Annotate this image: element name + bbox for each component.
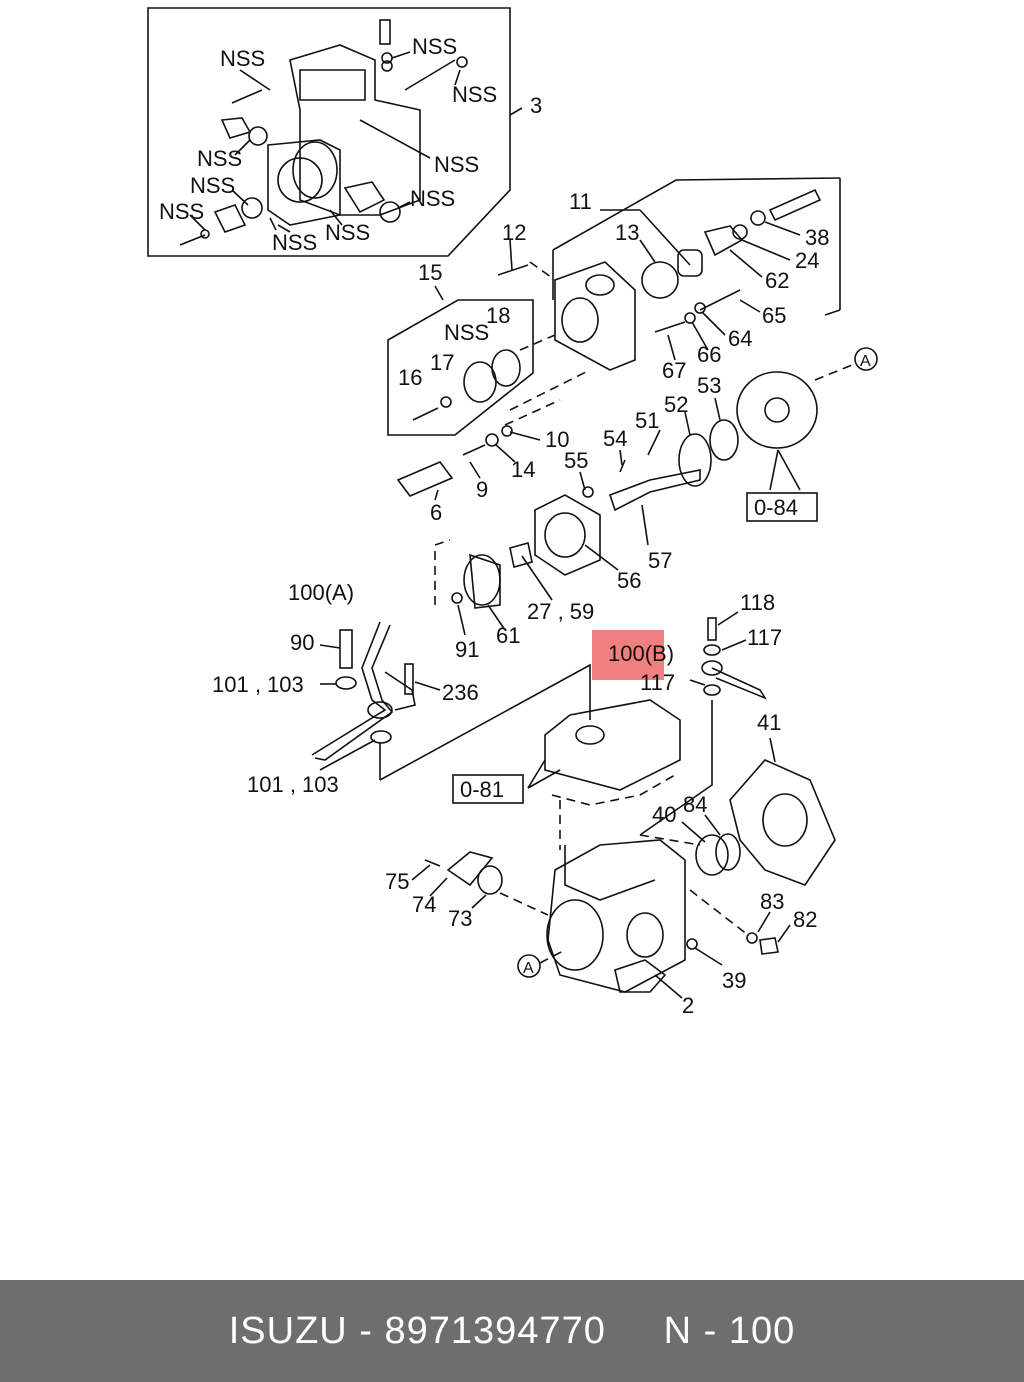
- label-part-12: 12: [502, 220, 526, 245]
- label-nss: NSS: [325, 220, 370, 245]
- position-prefix: N: [663, 1309, 693, 1352]
- label-part-27-59: 27 , 59: [527, 599, 594, 624]
- label-part-41: 41: [757, 710, 781, 735]
- label-part-91: 91: [455, 637, 479, 662]
- label-part-6: 6: [430, 500, 442, 525]
- label-part-11: 11: [569, 189, 592, 214]
- label-part-57: 57: [648, 548, 672, 573]
- part-labels: NSS NSS NSS NSS NSS NSS NSS NSS NSS NSS …: [159, 34, 871, 1018]
- label-part-82: 82: [793, 907, 817, 932]
- label-nss: NSS: [410, 186, 455, 211]
- label-part-18: 18: [486, 303, 510, 328]
- label-part-2: 2: [682, 993, 694, 1018]
- label-nss: NSS: [272, 230, 317, 255]
- label-part-52: 52: [664, 392, 688, 417]
- label-part-117: 117: [640, 670, 675, 695]
- label-part-62: 62: [765, 268, 789, 293]
- highlight-box: [592, 630, 664, 680]
- ref-box-0-81: [452, 774, 524, 804]
- label-part-100a: 100(A): [288, 580, 354, 605]
- label-part-101-103: 101 , 103: [212, 672, 304, 697]
- label-part-16: 16: [398, 365, 422, 390]
- label-part-90: 90: [290, 630, 314, 655]
- label-nss: NSS: [452, 82, 497, 107]
- label-part-83: 83: [760, 889, 784, 914]
- label-nss: NSS: [434, 152, 479, 177]
- label-part-14: 14: [511, 457, 535, 482]
- label-part-40: 40: [652, 802, 676, 827]
- middle-parts: [396, 364, 853, 636]
- part-number: 8971394770: [384, 1309, 606, 1352]
- label-part-39: 39: [722, 968, 746, 993]
- label-nss: NSS: [190, 173, 235, 198]
- label-part-56: 56: [617, 568, 641, 593]
- ref-box-0-84: [746, 492, 818, 522]
- label-part-66: 66: [697, 342, 721, 367]
- label-part-74: 74: [412, 892, 436, 917]
- label-nss: NSS: [159, 199, 204, 224]
- label-part-55: 55: [564, 448, 588, 473]
- separator: -: [359, 1309, 373, 1352]
- label-part-73: 73: [448, 906, 472, 931]
- label-part-100b: 100(B): [608, 641, 674, 666]
- position-number: 100: [728, 1309, 796, 1352]
- label-part-118: 118: [740, 590, 775, 615]
- label-part-236: 236: [442, 680, 479, 705]
- footer-bar: ISUZU - 8971394770 N - 100: [0, 1280, 1024, 1382]
- label-ref-0-81: 0-81: [460, 777, 504, 802]
- ref-circle-a-top: [854, 347, 878, 371]
- label-part-75: 75: [385, 869, 409, 894]
- label-part-9: 9: [476, 477, 488, 502]
- label-part-13: 13: [615, 220, 639, 245]
- label-part-24: 24: [795, 248, 819, 273]
- housing-assembly-11: [387, 177, 841, 436]
- label-nss: NSS: [412, 34, 457, 59]
- label-part-64: 64: [728, 326, 752, 351]
- label-ref-a: A: [523, 960, 534, 977]
- label-part-61: 61: [496, 623, 520, 648]
- label-part-101-103: 101 , 103: [247, 772, 339, 797]
- label-part-65: 65: [762, 303, 786, 328]
- lower-pump-body: [311, 611, 836, 999]
- label-nss: NSS: [220, 46, 265, 71]
- inset-assembly-3: [147, 7, 523, 257]
- label-ref-a: A: [860, 353, 871, 370]
- ref-circle-a-bottom: [517, 954, 541, 978]
- brand-name: ISUZU: [228, 1309, 348, 1352]
- label-ref-0-84: 0-84: [754, 495, 798, 520]
- label-nss: NSS: [444, 320, 489, 345]
- separator: -: [703, 1309, 718, 1352]
- label-part-17: 17: [430, 350, 454, 375]
- label-part-54: 54: [603, 426, 627, 451]
- label-part-51: 51: [635, 408, 659, 433]
- footer-caption: ISUZU - 8971394770 N - 100: [229, 1310, 796, 1353]
- label-part-38: 38: [805, 225, 829, 250]
- label-part-84: 84: [683, 792, 707, 817]
- label-part-3: 3: [530, 93, 542, 118]
- label-part-53: 53: [697, 373, 721, 398]
- label-part-117: 117: [747, 625, 782, 650]
- label-part-15: 15: [418, 260, 442, 285]
- label-nss: NSS: [197, 146, 242, 171]
- exploded-parts-diagram: NSS NSS NSS NSS NSS NSS NSS NSS NSS NSS …: [147, 7, 878, 1018]
- label-part-10: 10: [545, 427, 569, 452]
- label-part-67: 67: [662, 358, 686, 383]
